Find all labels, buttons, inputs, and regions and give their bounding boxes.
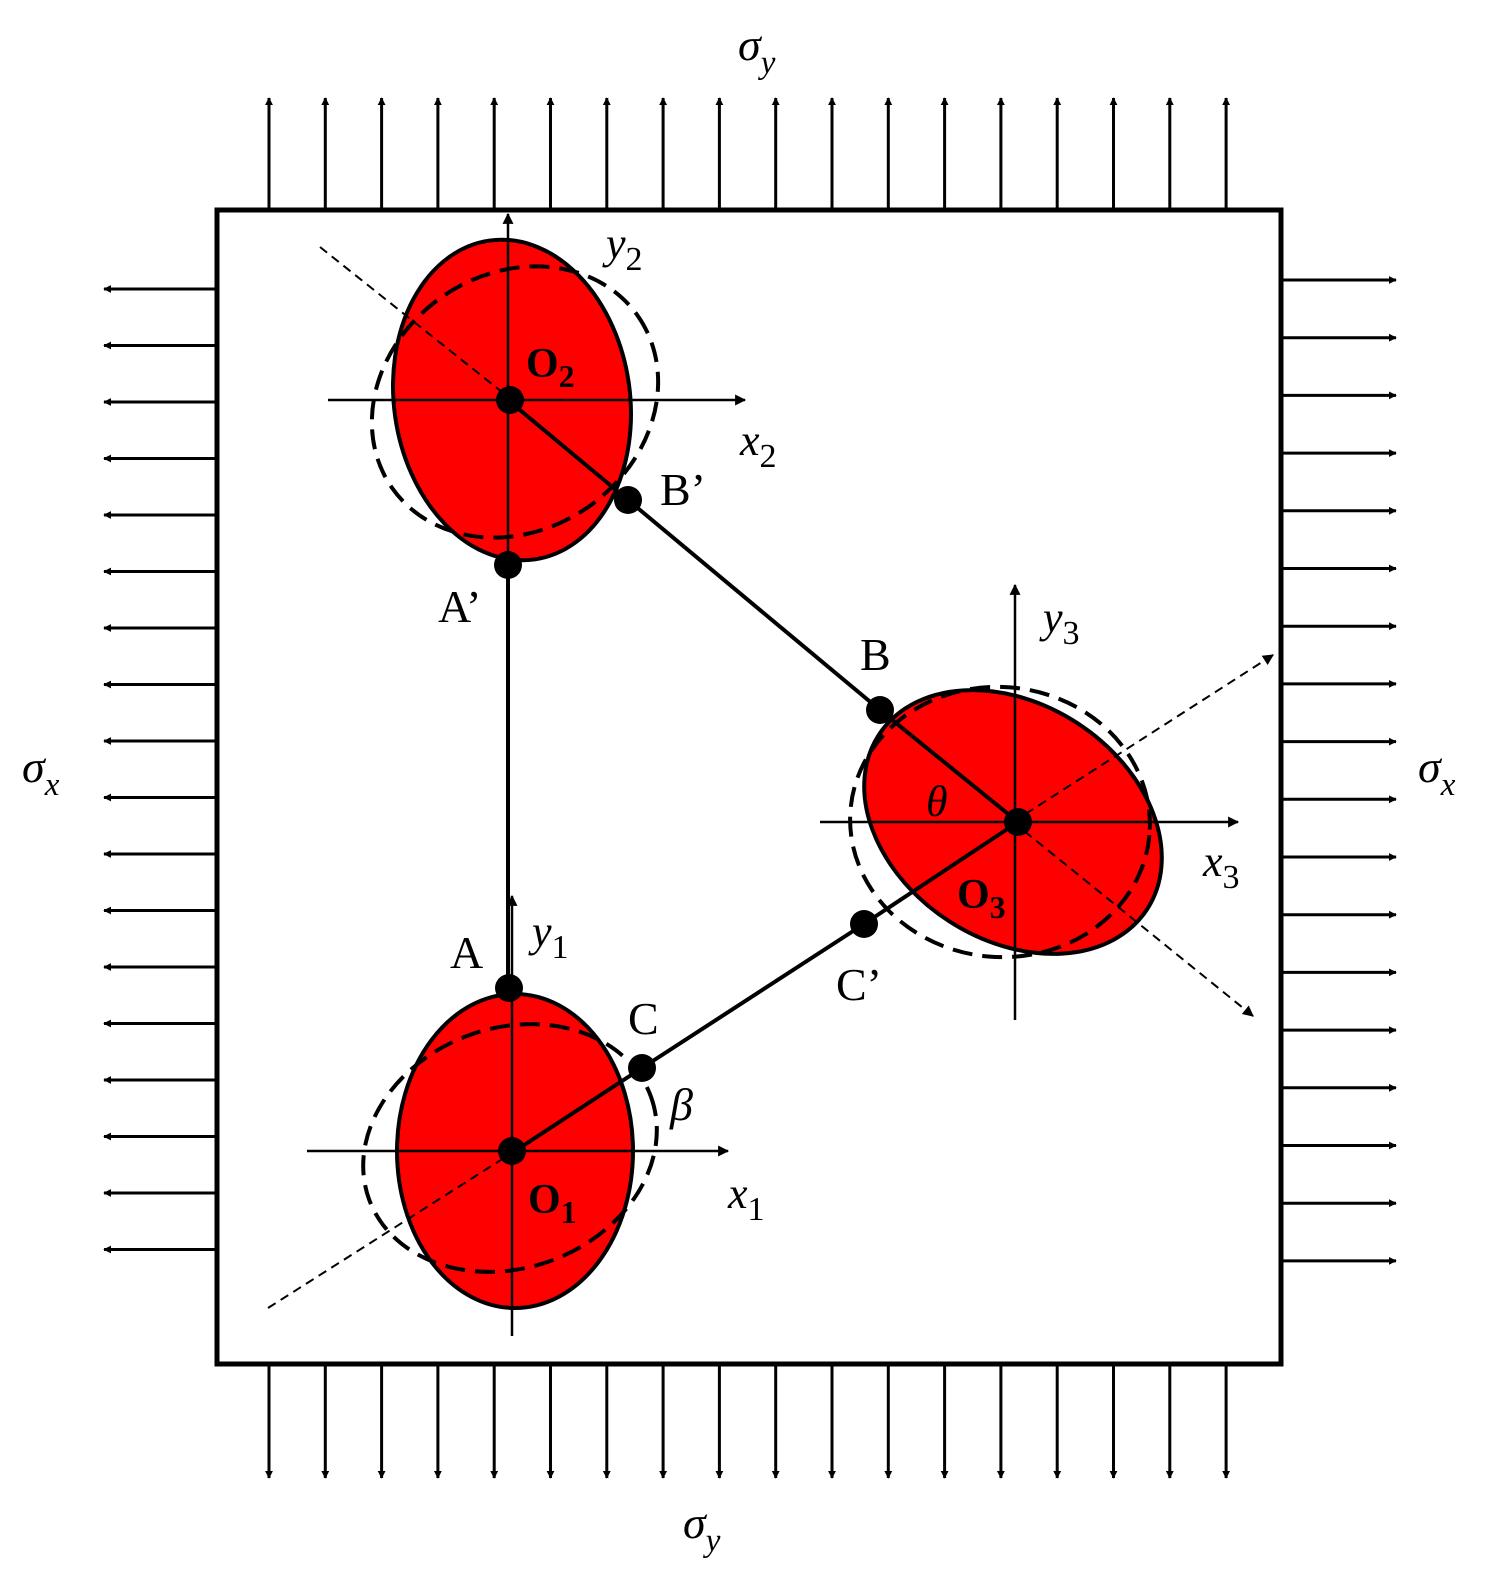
point-c-label: C	[628, 993, 659, 1044]
center-o3-dot	[1004, 808, 1032, 836]
axis-x1-label: x1	[727, 1169, 765, 1228]
axis-y1-label: y1	[528, 907, 569, 966]
right-stress-arrows	[1283, 276, 1397, 1265]
point-a-prime-label: A’	[438, 581, 481, 632]
point-c-prime-label: C’	[836, 959, 882, 1010]
center-o3-label: O3	[957, 872, 1006, 925]
axis-y3-label: y3	[1039, 593, 1080, 652]
point-b-dot	[866, 696, 894, 724]
point-a-dot	[495, 974, 523, 1002]
connection-lines	[506, 398, 1020, 1153]
sigma-x-right-label: σx	[1418, 741, 1456, 803]
principal-direction-3a	[1012, 654, 1274, 823]
key-points	[494, 386, 1032, 1165]
principal-direction-2	[319, 246, 513, 401]
reference-outline-2	[369, 264, 661, 540]
point-b-prime-dot	[614, 486, 642, 514]
angle-beta-label: β	[669, 1079, 693, 1130]
sigma-y-bottom-label: σy	[683, 1497, 721, 1559]
bottom-stress-arrows	[265, 1366, 1231, 1479]
center-o1-label: O1	[528, 1177, 577, 1230]
point-c-dot	[628, 1054, 656, 1082]
principal-direction-1	[267, 1150, 516, 1309]
point-b-label: B	[860, 629, 891, 680]
point-a-label: A	[450, 927, 483, 978]
center-o1-dot	[498, 1137, 526, 1165]
angle-theta-label: θ	[926, 777, 948, 826]
point-c-prime-dot	[850, 910, 878, 938]
sigma-x-left-label: σx	[22, 741, 60, 803]
axis-x2-label: x2	[739, 416, 777, 475]
point-b-prime-label: B’	[660, 464, 706, 515]
left-stress-arrows	[103, 285, 215, 1254]
principal-direction-3b	[1012, 821, 1254, 1017]
axis-y2-label: y2	[602, 219, 643, 278]
center-o2-dot	[496, 386, 524, 414]
center-o2-label: O2	[526, 341, 575, 394]
point-a-prime-dot	[494, 551, 522, 579]
top-stress-arrows	[265, 97, 1231, 208]
sigma-y-top-label: σy	[738, 19, 776, 81]
reference-outline-1	[361, 1022, 659, 1274]
axis-x3-label: x3	[1202, 837, 1240, 896]
reference-outline-3	[848, 684, 1152, 960]
